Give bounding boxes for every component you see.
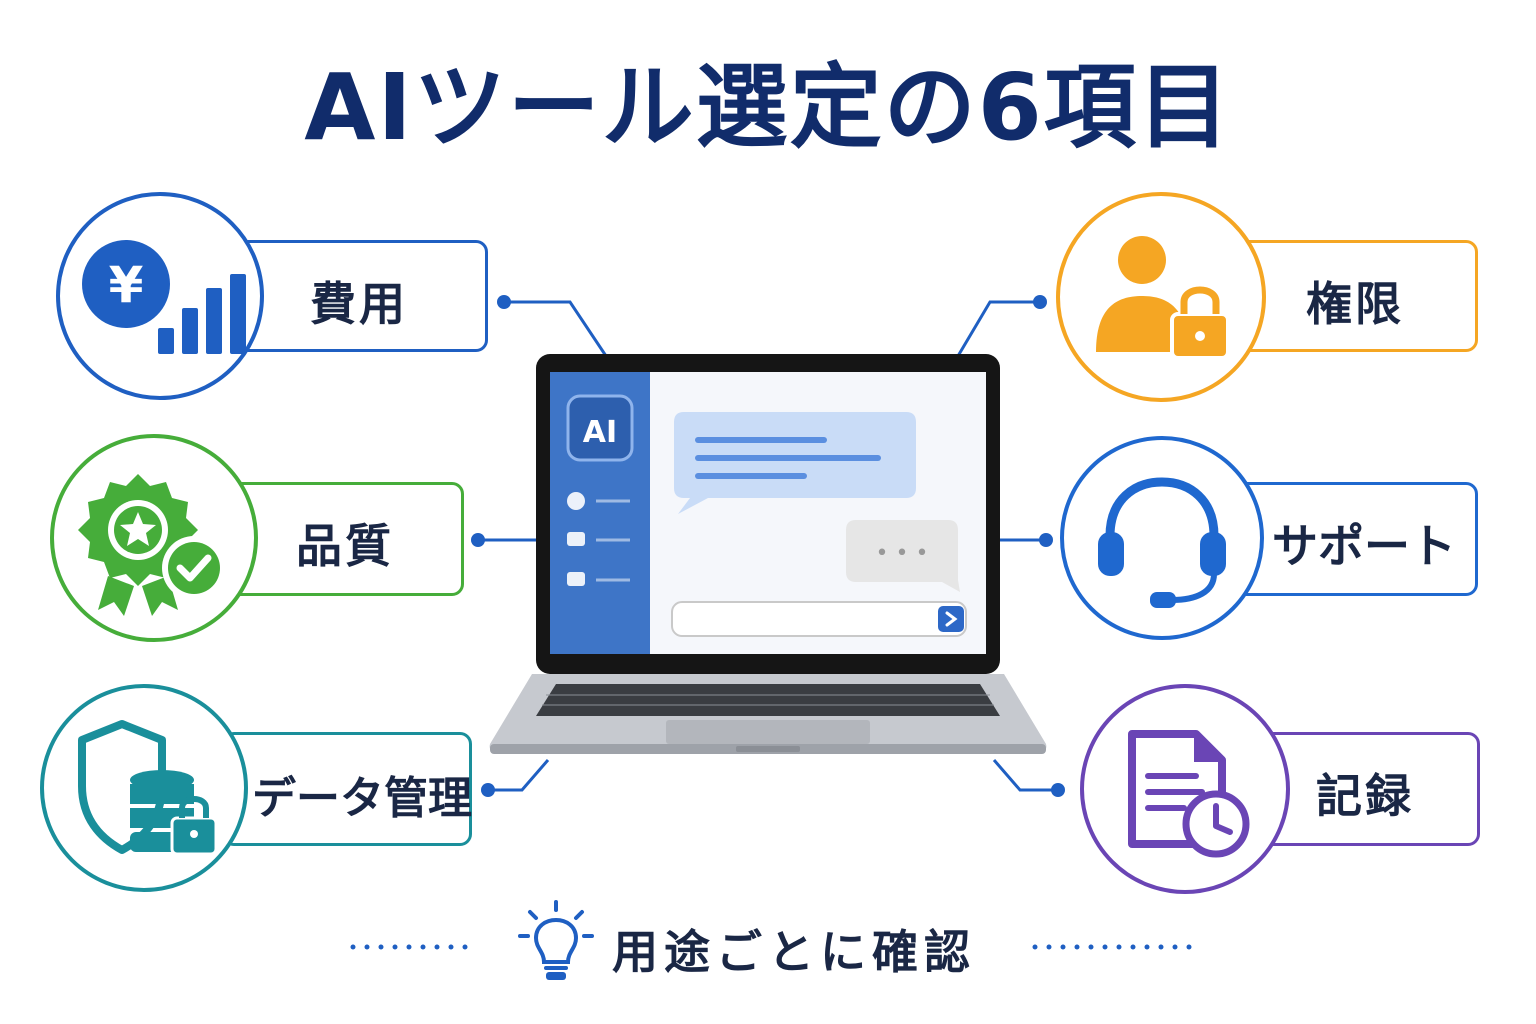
item-data-management: データ管理 <box>40 684 472 894</box>
lightbulb-icon <box>518 900 594 980</box>
document-clock-icon <box>1128 730 1250 858</box>
typing-indicator: • • • <box>876 541 929 566</box>
item-records: 記録 <box>1080 684 1482 896</box>
shield-database-lock-icon <box>78 720 218 856</box>
circle-records <box>1080 684 1290 894</box>
headset-icon <box>1098 477 1226 608</box>
item-label-cost: 費用 <box>310 277 408 331</box>
item-permission: 権限 <box>1056 192 1480 404</box>
circle-cost: ¥ <box>56 192 264 400</box>
send-icon <box>938 606 964 632</box>
circle-data-management <box>40 684 248 892</box>
item-label-records: 記録 <box>1316 769 1414 823</box>
ai-logo-text: AI <box>583 415 617 450</box>
label-box-support <box>1228 482 1478 596</box>
svg-text:¥: ¥ <box>109 256 144 314</box>
connector-cost <box>504 300 608 357</box>
connector-permission <box>956 300 1040 357</box>
item-label-data-management: データ管理 <box>252 773 472 824</box>
item-label-permission: 権限 <box>1306 277 1404 331</box>
footer-text: 用途ごとに確認 <box>612 925 976 979</box>
yen-bar-chart-icon: ¥ <box>82 240 246 354</box>
item-quality: 品質 <box>50 434 464 644</box>
circle-quality <box>50 434 258 642</box>
circle-support <box>1060 436 1264 640</box>
item-label-support: サポート <box>1272 519 1456 573</box>
laptop-illustration: AI • • • <box>486 354 1050 762</box>
item-label-quality: 品質 <box>296 519 394 573</box>
label-box-permission <box>1228 240 1478 352</box>
laptop-icon: AI • • • <box>489 354 1047 754</box>
footer-dots-left <box>350 944 468 950</box>
label-box-data-management <box>222 732 472 846</box>
connector-data <box>488 759 550 792</box>
user-lock-icon <box>1096 236 1230 360</box>
circle-permission <box>1056 192 1266 402</box>
ai-logo-tile <box>566 394 634 462</box>
label-box-cost <box>236 240 488 352</box>
connector-records <box>992 759 1058 792</box>
quality-badge-check-icon <box>78 474 226 616</box>
item-cost: 費用 ¥ <box>56 192 488 402</box>
chat-input <box>671 601 967 637</box>
item-support: サポート <box>1060 436 1482 642</box>
footer-dots-right <box>1032 944 1192 950</box>
page-title: AIツール選定の6項目 <box>304 54 1232 161</box>
label-box-quality <box>226 482 464 596</box>
